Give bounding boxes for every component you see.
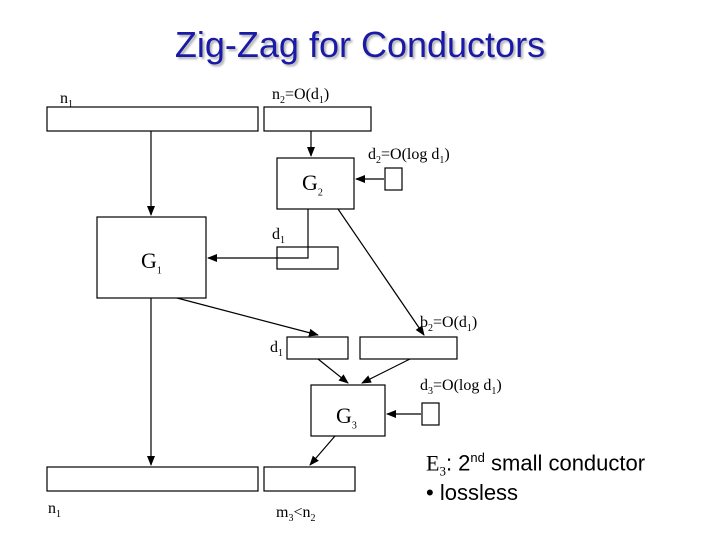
label-g3: G3	[336, 403, 357, 432]
label-n2-eq: n2=O(d1)	[272, 86, 330, 107]
label-d2-eq: d2=O(log d1)	[368, 146, 450, 167]
arrow-d1-to-g3	[317, 358, 349, 384]
arrow-d1-to-g1	[207, 209, 309, 262]
note-e3: E3: 2nd small conductor	[426, 450, 646, 479]
label-g1: G1	[141, 248, 162, 277]
d3-seed-box	[421, 402, 440, 426]
label-d3-eq: d3=O(log d1)	[420, 377, 502, 398]
label-b2-eq: b2=O(d1)	[420, 314, 478, 335]
arrow-b2-to-g3	[361, 358, 411, 384]
b2-input-box	[359, 336, 458, 360]
g3-box	[310, 384, 386, 437]
note-lossless: • lossless	[426, 480, 519, 505]
n1-input-box	[46, 106, 259, 132]
arrow-g3-to-m3	[309, 435, 336, 466]
arrow-g1-to-d1	[176, 297, 319, 337]
g2-box	[276, 157, 355, 210]
n1-output-box	[46, 466, 259, 492]
d2-seed-box	[384, 167, 403, 191]
m3-output-box	[263, 466, 356, 492]
label-d1-low: d1	[270, 339, 283, 360]
slide-title: Zig-Zag for Conductors	[174, 24, 546, 65]
label-d1-mid: d1	[272, 226, 285, 247]
label-g2: G2	[302, 170, 323, 199]
label-n1-bottom: n1	[48, 500, 61, 521]
arrow-g2-to-b2	[337, 208, 425, 336]
label-n1-top: n1	[60, 90, 73, 111]
d1-input-box	[286, 336, 349, 360]
label-m3: m3<n2	[276, 504, 316, 525]
n2-input-box	[263, 106, 372, 132]
